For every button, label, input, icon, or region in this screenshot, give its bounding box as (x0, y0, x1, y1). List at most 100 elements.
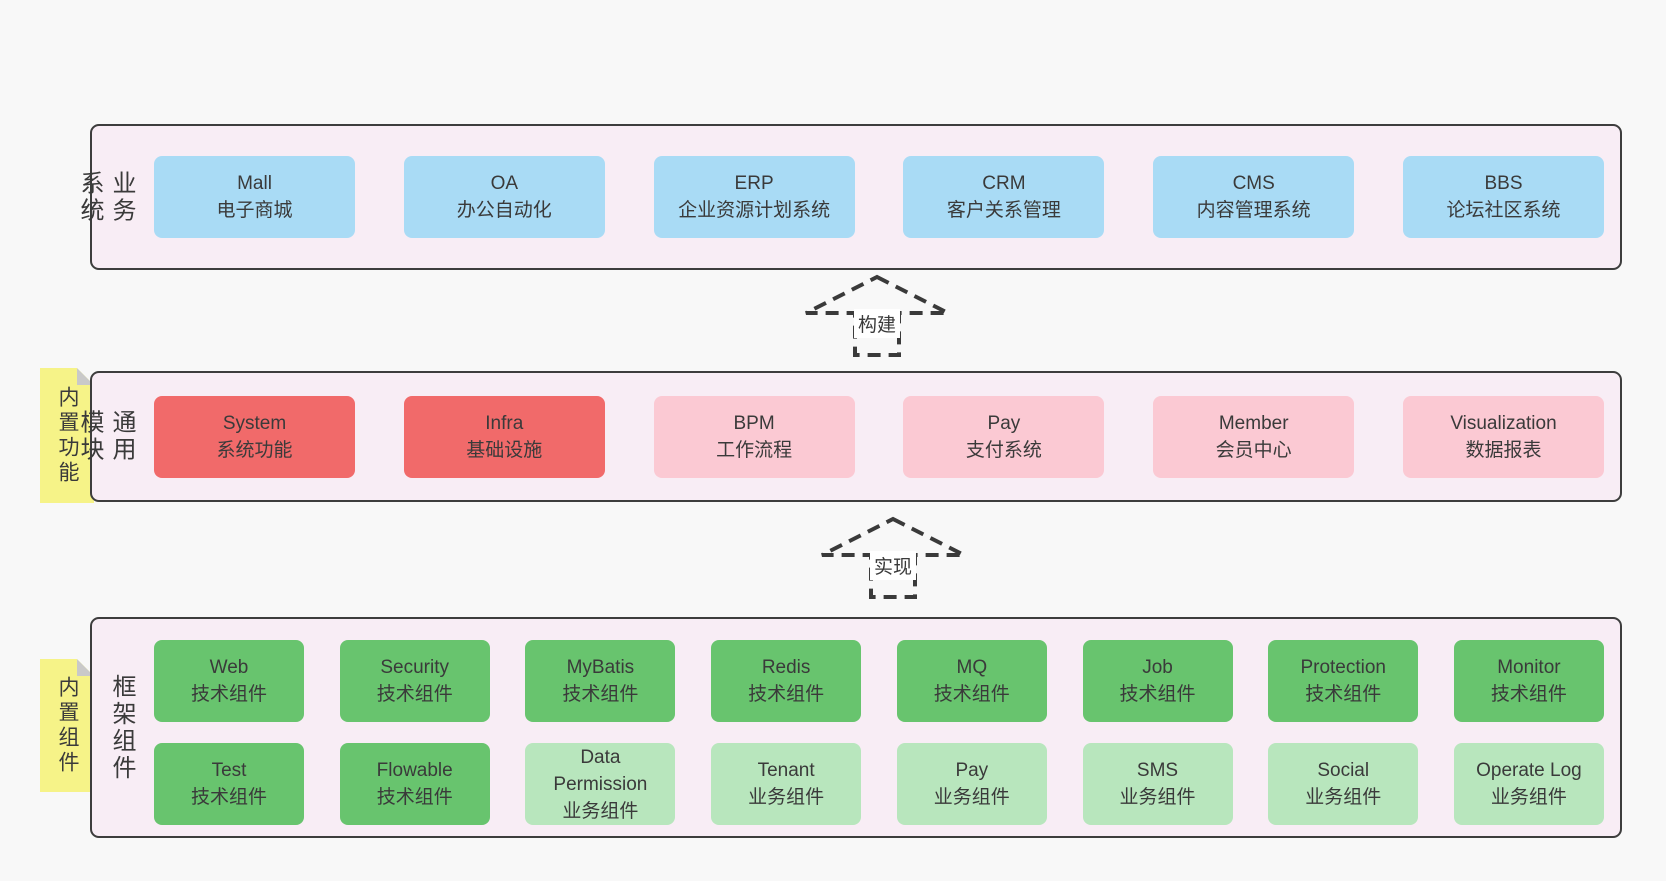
box-desc: 工作流程 (716, 439, 793, 461)
box-name: MyBatis (566, 657, 635, 678)
box-desc: 技术组件 (376, 684, 453, 705)
build-arrow: 构建 (802, 273, 952, 359)
box-test: Test 技术组件 (154, 743, 304, 825)
box-desc: 技术组件 (562, 684, 639, 705)
box-data-permission: Data Permission 业务组件 (525, 743, 676, 825)
box-desc: 会员中心 (1215, 439, 1292, 461)
box-desc: 企业资源计划系统 (678, 200, 831, 221)
box-monitor: Monitor 技术组件 (1453, 640, 1604, 722)
box-desc: 办公自动化 (456, 200, 552, 221)
box-desc: 系统功能 (216, 439, 293, 461)
box-name: Pay (955, 760, 989, 781)
box-name: Test (211, 760, 247, 781)
box-desc: 业务组件 (933, 787, 1010, 808)
box-name: Infra (485, 412, 524, 434)
box-mall: Mall 电子商城 (154, 156, 355, 238)
box-mybatis: MyBatis 技术组件 (525, 640, 676, 722)
box-operate-log: Operate Log 业务组件 (1453, 743, 1604, 825)
box-bbs: BBS 论坛社区系统 (1402, 156, 1604, 238)
box-name: Mall (237, 173, 272, 194)
box-pay-component: Pay 业务组件 (896, 743, 1047, 825)
business-systems-layer: 业务系统 Mall 电子商城 OA 办公自动化 ERP 企业资源计划系统 CRM… (76, 124, 1622, 270)
box-name: Pay (987, 412, 1021, 434)
common-modules-box-row: System 系统功能 Infra 基础设施 BPM 工作流程 Pay 支付系统… (154, 395, 1604, 478)
box-desc: 技术组件 (1490, 684, 1567, 705)
box-bpm: BPM 工作流程 (653, 395, 855, 478)
box-name: CMS (1232, 173, 1275, 194)
box-desc: 技术组件 (190, 684, 267, 705)
box-desc: 业务组件 (1119, 787, 1196, 808)
box-web: Web 技术组件 (154, 640, 304, 722)
box-name: Monitor (1497, 657, 1561, 678)
box-desc: 内容管理系统 (1196, 200, 1311, 221)
box-desc: 业务组件 (562, 800, 639, 822)
box-name: Job (1142, 657, 1173, 678)
box-name: Data Permission (553, 746, 648, 795)
box-desc: 业务组件 (1490, 787, 1567, 808)
box-system: System 系统功能 (154, 395, 355, 478)
up-arrow-icon (821, 516, 965, 599)
framework-components-layer: 框架组件 Web 技术组件 Security 技术组件 MyBatis 技术组件… (90, 617, 1622, 838)
box-desc: 技术组件 (748, 684, 825, 705)
box-name: Social (1317, 760, 1370, 781)
box-name: Web (209, 657, 249, 678)
box-desc: 电子商城 (216, 200, 293, 221)
box-desc: 业务组件 (1305, 787, 1382, 808)
box-desc: 数据报表 (1465, 439, 1542, 461)
box-protection: Protection 技术组件 (1268, 640, 1419, 722)
box-desc: 基础设施 (466, 439, 543, 461)
box-social: Social 业务组件 (1268, 743, 1419, 825)
box-name: Protection (1300, 657, 1386, 678)
box-visualization: Visualization 数据报表 (1402, 395, 1604, 478)
box-sms: SMS 业务组件 (1082, 743, 1233, 825)
box-oa: OA 办公自动化 (403, 156, 605, 238)
box-desc: 论坛社区系统 (1446, 200, 1561, 221)
implement-arrow: 实现 (818, 515, 968, 601)
common-modules-layer: 通用模块 System 系统功能 Infra 基础设施 BPM 工作流程 Pay… (76, 371, 1622, 502)
business-systems-label: 业务系统 (76, 170, 135, 224)
box-desc: 业务组件 (748, 787, 825, 808)
note-text: 内置组件 (56, 675, 79, 776)
box-mq: MQ 技术组件 (896, 640, 1047, 722)
box-name: BPM (733, 412, 775, 434)
built-in-components-note: 内置组件 (40, 659, 94, 792)
box-name: Operate Log (1476, 760, 1582, 781)
box-name: OA (490, 173, 519, 194)
box-name: BBS (1484, 173, 1523, 194)
common-modules-label: 通用模块 (76, 409, 135, 464)
box-desc: 技术组件 (1305, 684, 1382, 705)
box-name: MQ (956, 657, 988, 678)
box-name: Redis (761, 657, 811, 678)
framework-components-row-2: Test 技术组件 Flowable 技术组件 Data Permission … (154, 743, 1604, 825)
box-member: Member 会员中心 (1153, 395, 1355, 478)
box-name: Member (1218, 412, 1289, 434)
box-name: SMS (1136, 760, 1179, 781)
box-flowable: Flowable 技术组件 (339, 743, 490, 825)
framework-components-label: 框架组件 (108, 673, 135, 782)
box-name: System (222, 412, 287, 434)
box-security: Security 技术组件 (339, 640, 490, 722)
box-name: Security (380, 657, 450, 678)
build-arrow-label: 构建 (853, 309, 901, 338)
note-text: 内置功能 (56, 385, 79, 486)
box-tenant: Tenant 业务组件 (711, 743, 862, 825)
box-desc: 客户关系管理 (946, 200, 1061, 221)
business-systems-box-row: Mall 电子商城 OA 办公自动化 ERP 企业资源计划系统 CRM 客户关系… (154, 156, 1604, 238)
box-job: Job 技术组件 (1082, 640, 1233, 722)
implement-arrow-label: 实现 (869, 551, 917, 580)
box-name: Visualization (1450, 412, 1557, 434)
box-infra: Infra 基础设施 (403, 395, 605, 478)
box-desc: 技术组件 (376, 787, 453, 808)
box-name: CRM (982, 173, 1026, 194)
box-crm: CRM 客户关系管理 (903, 156, 1105, 238)
box-desc: 技术组件 (1119, 684, 1196, 705)
up-arrow-icon (805, 274, 949, 357)
box-desc: 技术组件 (190, 787, 267, 808)
box-name: Tenant (757, 760, 815, 781)
box-desc: 支付系统 (965, 439, 1042, 461)
box-name: Flowable (376, 760, 453, 781)
box-erp: ERP 企业资源计划系统 (653, 156, 855, 238)
box-name: ERP (734, 173, 774, 194)
built-in-features-note: 内置功能 (40, 368, 94, 503)
